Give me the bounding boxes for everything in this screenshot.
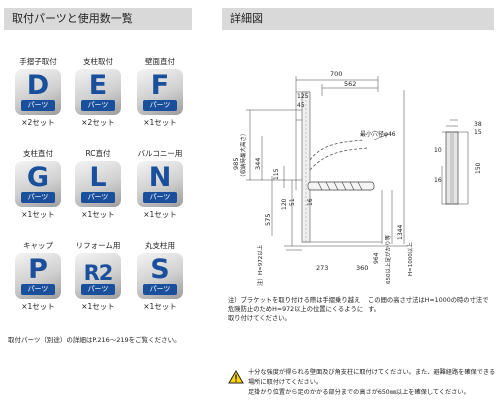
part-count: ×1セット bbox=[21, 302, 55, 311]
dim-115: 115 bbox=[273, 168, 280, 180]
part-d: 手摺子取付 D パーツ ×2セット bbox=[10, 56, 66, 128]
part-count: ×1セット bbox=[81, 302, 115, 311]
hole-label: 最小穴径φ46 bbox=[360, 130, 396, 138]
bracket-height-footnote: 注）ブラケットを取り付ける際は手摺乗り越え危険防止のためH=972以上の位置にく… bbox=[228, 297, 364, 322]
dim-15: 15 bbox=[474, 129, 482, 136]
dim-344: 344 bbox=[254, 158, 262, 170]
part-n-icon: N パーツ bbox=[137, 161, 183, 207]
part-letter: G bbox=[26, 162, 50, 193]
part-label: 壁面直付 bbox=[145, 57, 175, 66]
part-count: ×1セット bbox=[143, 302, 177, 311]
part-letter: R2 bbox=[83, 261, 114, 285]
height-dimension-footnote: この間の高さ寸法はH=1000の時の寸法です。 bbox=[368, 297, 489, 313]
part-s: 丸支柱用 S パーツ ×1セット bbox=[132, 240, 188, 312]
part-r2-icon: R2 パーツ bbox=[75, 253, 121, 299]
part-label: リフォーム用 bbox=[75, 241, 121, 250]
caution-text: 十分な強度が得られる壁面及び角支柱に取付けてください。また、避難経路を確保できる… bbox=[248, 368, 496, 398]
part-p: キャップ P パーツ ×1セット bbox=[10, 240, 66, 312]
part-count: ×2セット bbox=[81, 118, 115, 127]
part-label: 手摺子取付 bbox=[19, 57, 57, 66]
collapsed-height-label: （収納時最大高さ） bbox=[239, 130, 247, 180]
drying-arm bbox=[307, 181, 375, 191]
dim-10: 10 bbox=[434, 147, 442, 154]
dim-964: 964 bbox=[373, 252, 380, 264]
part-g-icon: G パーツ bbox=[15, 161, 61, 207]
part-badge: パーツ bbox=[143, 284, 177, 295]
dim-360: 360 bbox=[356, 264, 368, 272]
part-l: RC直付 L パーツ ×1セット bbox=[70, 148, 126, 220]
detail-section-header: 詳細図 bbox=[222, 8, 494, 30]
part-letter: F bbox=[150, 70, 170, 101]
part-f-icon: F パーツ bbox=[137, 69, 183, 115]
part-letter: S bbox=[150, 254, 170, 285]
dim-985: 985 bbox=[232, 158, 240, 170]
dim-273: 273 bbox=[316, 264, 328, 272]
note-1000-label: H=1000以上 bbox=[406, 242, 414, 276]
part-count: ×2セット bbox=[21, 118, 55, 127]
part-badge: パーツ bbox=[143, 100, 177, 111]
part-letter: D bbox=[26, 70, 50, 101]
folded-arm-outline bbox=[309, 139, 365, 161]
dim-700: 700 bbox=[330, 70, 342, 78]
dim-150: 150 bbox=[475, 162, 482, 174]
part-e: 支柱取付 E パーツ ×2セット bbox=[70, 56, 126, 128]
part-s-icon: S パーツ bbox=[137, 253, 183, 299]
part-n: バルコニー用 N パーツ ×1セット bbox=[132, 148, 188, 220]
part-count: ×1セット bbox=[143, 210, 177, 219]
dimension-lines bbox=[246, 76, 408, 251]
dim-45: 45 bbox=[297, 102, 305, 109]
part-letter: E bbox=[88, 70, 108, 101]
parts-reference-note: 取付パーツ（別途）の詳細はP.216〜219をご覧ください。 bbox=[8, 336, 181, 344]
part-badge: パーツ bbox=[21, 284, 55, 295]
dim-120: 120 bbox=[281, 198, 288, 210]
parts-section-header: 取付パーツと使用数一覧 bbox=[4, 8, 192, 30]
warning-icon bbox=[228, 370, 244, 384]
dim-16b: 16 bbox=[434, 177, 442, 184]
part-label: キャップ bbox=[23, 241, 53, 250]
part-badge: パーツ bbox=[143, 192, 177, 203]
note-650-label: 650以上足がかり等 bbox=[384, 235, 392, 284]
caution-line-1: 十分な強度が得られる壁面及び角支柱に取付けてください。また、避難経路を確保できる… bbox=[248, 369, 496, 386]
dim-575: 575 bbox=[264, 214, 272, 226]
caution-line-2: 足掛かり位置から足のかかる部分までの高さが650㎜以上を確保してください。 bbox=[248, 389, 470, 396]
part-label: バルコニー用 bbox=[137, 149, 183, 158]
part-badge: パーツ bbox=[81, 284, 115, 295]
part-letter: L bbox=[89, 162, 107, 193]
note-972-label: 注）H=972以上 bbox=[256, 244, 264, 286]
part-badge: パーツ bbox=[81, 192, 115, 203]
dim-562: 562 bbox=[344, 80, 356, 88]
dim-125: 125 bbox=[297, 93, 309, 100]
part-e-icon: E パーツ bbox=[75, 69, 121, 115]
part-g: 支柱直付 G パーツ ×1セット bbox=[10, 148, 66, 220]
part-count: ×1セット bbox=[21, 210, 55, 219]
part-label: 丸支柱用 bbox=[145, 241, 175, 250]
part-count: ×1セット bbox=[81, 210, 115, 219]
arm-hatch bbox=[317, 181, 363, 191]
part-f: 壁面直付 F パーツ ×1セット bbox=[132, 56, 188, 128]
dim-16: 16 bbox=[307, 198, 314, 206]
dim-38: 38 bbox=[474, 121, 482, 128]
part-count: ×1セット bbox=[143, 118, 177, 127]
part-label: RC直付 bbox=[85, 149, 111, 158]
part-label: 支柱取付 bbox=[83, 57, 113, 66]
part-letter: N bbox=[148, 162, 172, 193]
part-badge: パーツ bbox=[21, 192, 55, 203]
part-p-icon: P パーツ bbox=[15, 253, 61, 299]
part-badge: パーツ bbox=[81, 100, 115, 111]
dim-1344: 1344 bbox=[397, 225, 404, 240]
part-badge: パーツ bbox=[21, 100, 55, 111]
part-letter: P bbox=[28, 254, 48, 285]
part-r2: リフォーム用 R2 パーツ ×1セット bbox=[70, 240, 126, 312]
part-label: 支柱直付 bbox=[23, 149, 53, 158]
wall-bracket bbox=[301, 91, 311, 243]
dim-51: 51 bbox=[289, 198, 296, 206]
part-d-icon: D パーツ bbox=[15, 69, 61, 115]
part-l-icon: L パーツ bbox=[75, 161, 121, 207]
detail-drawing: 700 562 125 45 38 15 10 16 360 273 最小穴径φ… bbox=[232, 70, 482, 286]
